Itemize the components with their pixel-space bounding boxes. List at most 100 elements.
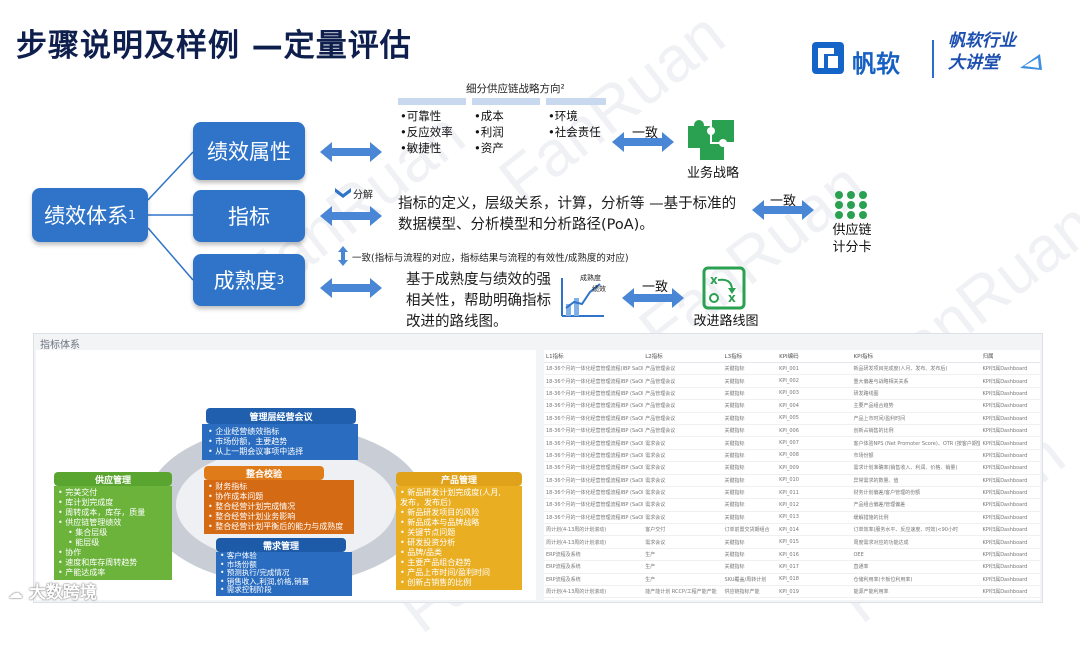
roadmap-icon: x x: [702, 266, 746, 310]
table-cell: KPI_017: [777, 560, 852, 574]
table-cell: 关键指标: [722, 560, 778, 574]
table-cell: 关键指标: [722, 498, 778, 512]
panel-title: 指标体系: [40, 340, 80, 351]
chart-icon-label-maturity: 成熟度: [580, 274, 601, 282]
table-cell: KPI_002: [777, 374, 852, 388]
table-cell: KPI_007: [777, 436, 852, 450]
product-item: • 研发投资分析: [400, 538, 456, 547]
table-cell: 重大偏差与战略相关关系: [851, 374, 981, 388]
table-cell: 供应会议: [643, 597, 723, 600]
table-cell: KPI归属Dashboard: [980, 523, 1040, 537]
table-cell: KPI归属Dashboard: [980, 387, 1040, 401]
table-row[interactable]: 18-36个月的一体化经营管理流程IBP (SaOP)供应会议关键指标KPI_0…: [544, 597, 1040, 600]
integration-item: • 财务指标: [208, 482, 248, 491]
brand-tagline-line2: 大讲堂: [948, 53, 999, 73]
consistent-label-bottom: 一致: [642, 280, 669, 295]
table-cell: 需求会议: [643, 461, 723, 475]
product-item: • 新品成本与品牌战略: [400, 518, 480, 527]
column-header[interactable]: KPI编码: [777, 350, 852, 363]
table-cell: 生产: [643, 573, 723, 587]
table-cell: 关键指标: [722, 486, 778, 500]
table-cell: 需求会议: [643, 535, 723, 549]
list-item: •反应效率: [400, 125, 453, 139]
table-cell: 关键指标: [722, 436, 778, 450]
integration-title: 整合校验: [204, 466, 324, 480]
table-cell: 18-36个月的一体化经营管理流程IBP (SaOP): [544, 511, 644, 525]
brand-tagline: 帆软行业 大讲堂: [948, 30, 1048, 86]
table-cell: OEE: [851, 548, 981, 562]
integration-item: • 整合经营计划业务影响: [208, 512, 296, 521]
table-cell: KPI_005: [777, 412, 852, 425]
column-header[interactable]: 归属: [980, 350, 1040, 363]
page-title: 步骤说明及样例 —定量评估: [16, 28, 412, 64]
table-cell: 18-36个月的一体化经营管理流程IBP (SaOP): [544, 461, 644, 475]
table-header-row: L1指标 L2指标 L3指标 KPI编码 KPI指标 归属: [544, 350, 1040, 363]
table-cell: 关键指标: [722, 535, 778, 549]
table-cell: 18-36个月的一体化经营管理流程IBP (SaOP): [544, 399, 644, 413]
svg-text:x: x: [728, 291, 736, 305]
supply-item: • 速度和库存周转趋势: [58, 558, 138, 567]
table-cell: 新品研发项目完成度(人月、发布、发布后): [851, 362, 981, 376]
table-cell: 客户交付: [643, 523, 723, 537]
table-cell: ERP流程及系统: [544, 560, 644, 574]
table-cell: ERP流程及系统: [544, 548, 644, 562]
column-header[interactable]: KPI指标: [851, 350, 981, 363]
double-arrows: [320, 132, 814, 308]
table-cell: 关键指标: [722, 548, 778, 562]
table-cell: DTF (按订单需求交货比率): [851, 597, 981, 600]
metric-system-panel: 指标体系 管理层经营会议 • 企业经营绩效指标 • 市场份额，主要趋势 • 从上…: [33, 333, 1043, 603]
table-cell: SKU覆盖/周转计划: [722, 573, 778, 587]
scorecard-label-line1: 供应链: [832, 223, 872, 238]
table-cell: 产品管理会议: [643, 424, 723, 438]
table-cell: 需求计划准确率(销售收入、利润、价格、销量): [851, 461, 981, 475]
strategy-heading: 细分供应链战略方向²: [466, 83, 565, 95]
table-cell: 周计划(4-13周的计划滚动): [544, 585, 644, 599]
table-cell: 关键指标: [722, 387, 778, 401]
consistent-label-top: 一致: [632, 126, 659, 141]
supply-item: • 产能达成率: [58, 568, 106, 577]
mgmt-item: • 市场份额，主要趋势: [208, 437, 288, 446]
table-cell: 周度需求对应的功能达成: [851, 535, 981, 549]
table-cell: KPI_011: [777, 486, 852, 500]
column-header[interactable]: L2指标: [643, 350, 723, 363]
chart-icon-label-performance: 绩效: [592, 285, 606, 293]
table-cell: 主要产品组合趋势: [851, 399, 981, 413]
table-cell: 需求会议: [643, 474, 723, 487]
metric-system-diagram: 管理层经营会议 • 企业经营绩效指标 • 市场份额，主要趋势 • 从上一期会议事…: [36, 350, 536, 600]
list-item: •利润: [474, 125, 504, 139]
list-item: •社会责任: [548, 125, 601, 139]
table-cell: 研发路线图: [851, 387, 981, 401]
table-cell: 18-36个月的一体化经营管理流程(IBP SaOP): [544, 362, 644, 376]
supply-item: • 协作: [58, 548, 82, 557]
mgmt-item: • 企业经营绩效指标: [208, 427, 280, 436]
column-header[interactable]: L3指标: [722, 350, 778, 363]
column-header[interactable]: L1指标: [544, 350, 644, 363]
roadmap-label: 改进路线图: [693, 314, 759, 329]
table-cell: 能产能计划 RCCP/工程产能产能: [643, 585, 723, 599]
table-cell: 产品组合偏差/管理偏差: [851, 498, 981, 512]
list-item: •资产: [474, 141, 504, 155]
table-cell: 需求会议: [643, 498, 723, 512]
strategy-col-2: •成本 •利润 •资产: [474, 108, 504, 156]
demand-mgmt-title: 需求管理: [216, 538, 346, 552]
